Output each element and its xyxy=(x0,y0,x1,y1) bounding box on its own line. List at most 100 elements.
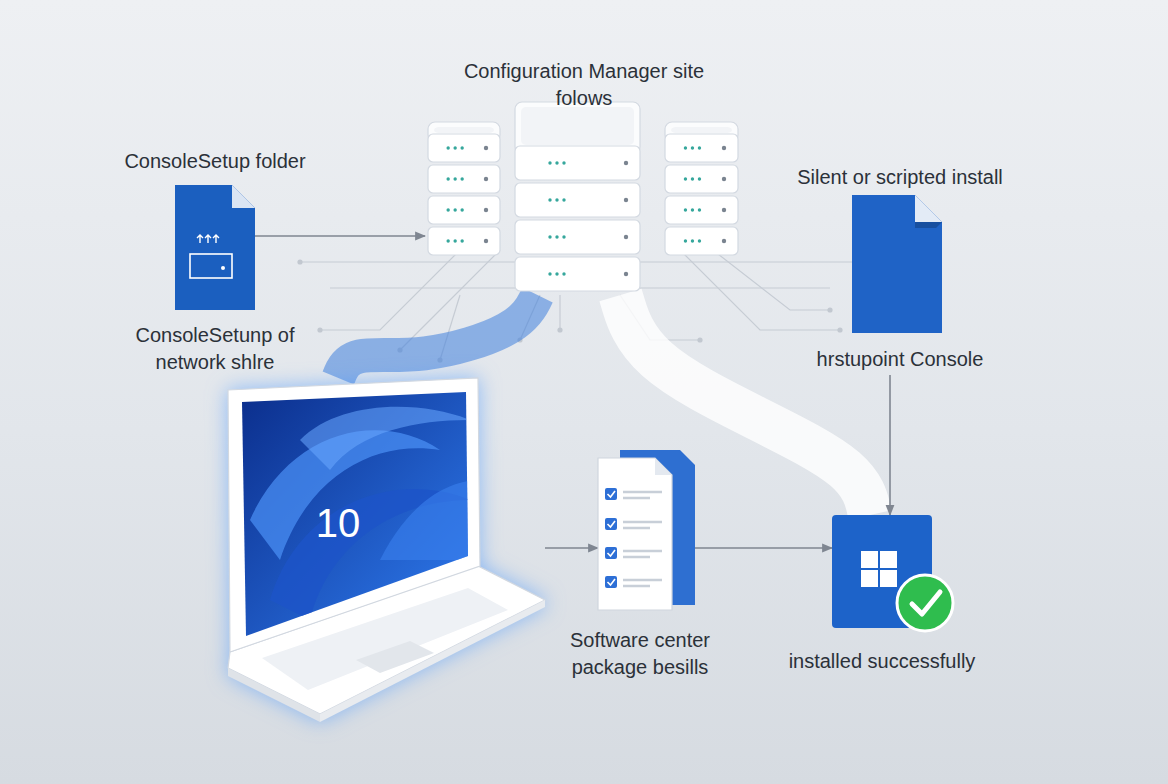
server-stack-graphic xyxy=(425,100,740,295)
server-slab xyxy=(665,196,738,224)
file-icon: ConsoleSetup folderConsoleSetunp of netw… xyxy=(175,185,255,310)
server-slab xyxy=(665,227,738,255)
checklist-document: Software center package besills xyxy=(598,445,695,610)
power-led xyxy=(624,198,628,202)
status-dot xyxy=(691,239,694,242)
flow-arrow xyxy=(255,235,425,237)
flow-arrow xyxy=(889,375,891,515)
windows-logo-pane xyxy=(861,570,878,587)
status-dot xyxy=(698,239,701,242)
success-badge xyxy=(897,575,953,631)
server-cap-top xyxy=(671,127,732,133)
document-fold xyxy=(655,458,672,475)
node-label: Software center package besills xyxy=(550,627,730,681)
server-cap-top xyxy=(521,107,634,145)
status-dot xyxy=(562,235,565,238)
flow-ribbon xyxy=(338,295,537,378)
windows-tile: installed successfully xyxy=(832,515,932,628)
check-box xyxy=(605,518,617,530)
check-box xyxy=(605,488,617,500)
status-dot xyxy=(548,198,551,201)
status-dot xyxy=(698,208,701,211)
circuit-line xyxy=(559,295,560,330)
upload-glyph xyxy=(197,235,203,243)
server-slab xyxy=(515,146,640,180)
document-fold-shadow xyxy=(915,222,942,228)
node-label: installed successfully xyxy=(762,648,1002,675)
node-heading: Silent or scripted install xyxy=(765,164,1035,191)
status-dot xyxy=(446,208,449,211)
power-led xyxy=(722,208,726,212)
power-led xyxy=(624,235,628,239)
status-dot xyxy=(684,208,687,211)
status-dot xyxy=(562,161,565,164)
server-slab xyxy=(515,183,640,217)
status-dot xyxy=(684,177,687,180)
status-dot xyxy=(698,146,701,149)
circuit-dot xyxy=(697,337,702,342)
file-icon-graphic xyxy=(175,185,255,310)
window-glyph-dot xyxy=(221,266,225,270)
screen-swirl xyxy=(250,407,480,620)
check-mark xyxy=(608,491,616,497)
circuit-dot xyxy=(837,327,842,332)
power-led xyxy=(484,177,488,181)
status-dot xyxy=(460,239,463,242)
status-dot xyxy=(446,177,449,180)
status-dot xyxy=(446,146,449,149)
windows-logo-pane xyxy=(861,551,878,568)
server-slab xyxy=(665,165,738,193)
text-line xyxy=(623,551,662,557)
windows-tile-graphic xyxy=(832,515,932,628)
text-line xyxy=(623,580,662,586)
node-heading: ConsoleSetup folder xyxy=(99,148,331,175)
file-icon: Silent or scripted installhrstupoint Con… xyxy=(810,195,990,375)
circuit-dot xyxy=(827,307,832,312)
status-dot xyxy=(698,177,701,180)
status-dot xyxy=(460,146,463,149)
trackpad xyxy=(356,641,434,673)
laptop: 10 xyxy=(225,378,545,720)
status-dot xyxy=(562,272,565,275)
status-dot xyxy=(548,161,551,164)
power-led xyxy=(722,239,726,243)
status-dot xyxy=(555,161,558,164)
check-box xyxy=(605,547,617,559)
status-dot xyxy=(684,239,687,242)
status-dot xyxy=(555,198,558,201)
laptop-graphic xyxy=(225,378,545,720)
text-line xyxy=(623,522,662,528)
check-box xyxy=(605,576,617,588)
status-dot xyxy=(446,239,449,242)
windows-logo-pane xyxy=(880,551,897,568)
status-dot xyxy=(684,146,687,149)
status-dot xyxy=(691,146,694,149)
circuit-line xyxy=(680,250,840,330)
power-led xyxy=(722,146,726,150)
text-line xyxy=(623,492,662,498)
node-label: ConsoleSetunp of network shlre xyxy=(120,322,310,376)
circuit-dot xyxy=(297,259,302,264)
power-led xyxy=(484,208,488,212)
server-stack: Configuration Manager site folows xyxy=(425,100,740,295)
windows-logo-pane xyxy=(880,570,897,587)
check-mark xyxy=(608,550,616,556)
laptop-screen-frame xyxy=(228,378,480,652)
power-led xyxy=(624,161,628,165)
server-slab xyxy=(515,257,640,291)
document-shape xyxy=(175,185,255,310)
power-led xyxy=(484,146,488,150)
circuit-dot xyxy=(557,327,562,332)
server-slab xyxy=(428,227,500,255)
screen-number: 10 xyxy=(293,501,383,545)
status-dot xyxy=(691,177,694,180)
swirl-shape xyxy=(380,480,480,560)
document-front xyxy=(598,458,672,610)
status-dot xyxy=(555,272,558,275)
flow-arrow xyxy=(695,547,832,549)
power-led xyxy=(722,177,726,181)
flow-arrow xyxy=(545,547,598,549)
power-led xyxy=(624,272,628,276)
status-dot xyxy=(555,235,558,238)
